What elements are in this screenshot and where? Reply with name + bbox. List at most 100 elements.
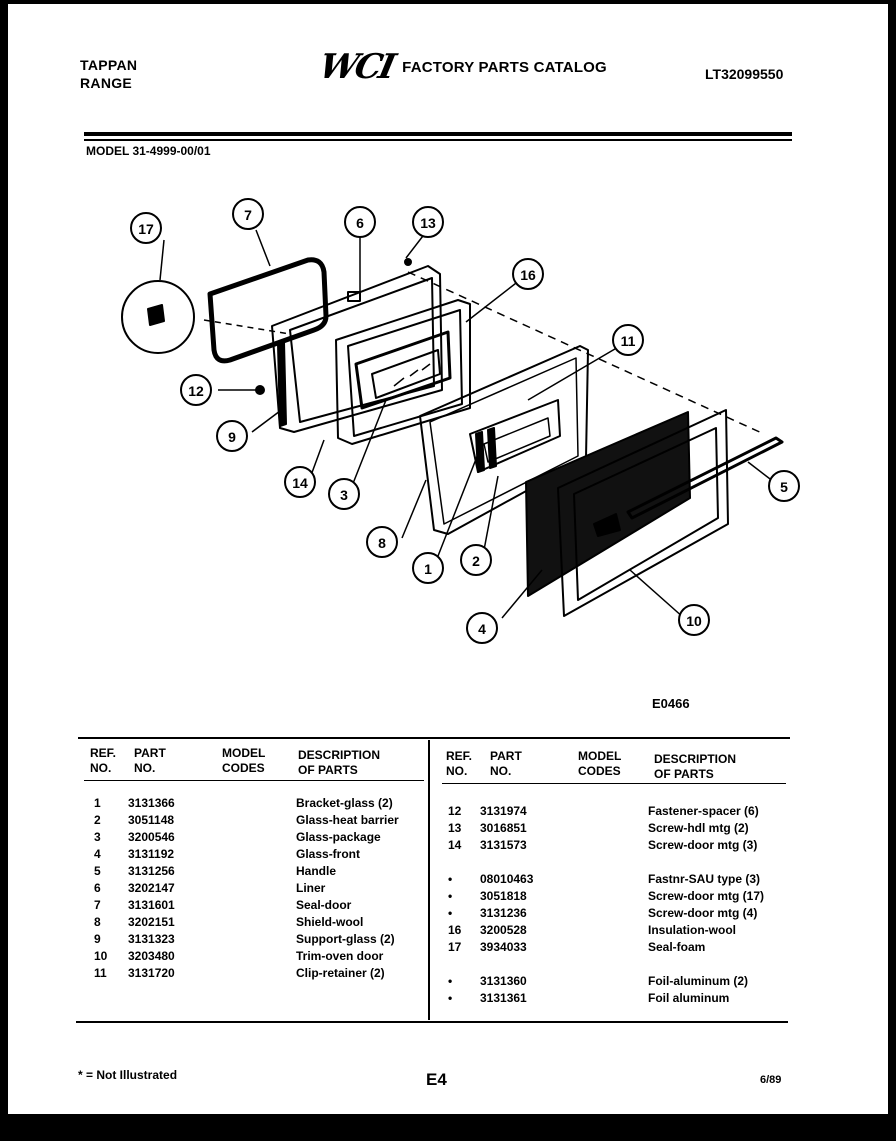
glass-reflection bbox=[393, 363, 431, 387]
cell-part: 3131366 bbox=[128, 796, 175, 810]
callout-label-2: 2 bbox=[472, 553, 480, 569]
catalog-code: LT32099550 bbox=[705, 66, 784, 82]
callout-2 bbox=[460, 544, 492, 576]
callout-label-3: 3 bbox=[340, 487, 348, 503]
liner-part bbox=[271, 265, 443, 433]
insulation-panel bbox=[525, 411, 691, 597]
alignment-line-top bbox=[407, 271, 765, 435]
model-number: MODEL 31-4999-00/01 bbox=[86, 144, 211, 158]
cell-ref: 6 bbox=[94, 881, 101, 895]
cell-desc: Screw-hdl mtg (2) bbox=[648, 821, 749, 835]
cell-ref: • bbox=[448, 991, 453, 1005]
callout-label-10: 10 bbox=[686, 613, 702, 629]
cell-ref: 13 bbox=[448, 821, 462, 835]
cell-part: 3051148 bbox=[128, 813, 175, 827]
cell-desc: Foil aluminum bbox=[648, 991, 730, 1005]
callout-label-6: 6 bbox=[356, 215, 364, 231]
cell-part: 3131601 bbox=[128, 898, 175, 912]
callout-6 bbox=[344, 206, 376, 238]
seal-door-part bbox=[207, 257, 329, 364]
cell-ref: 17 bbox=[448, 940, 462, 954]
callout-label-5: 5 bbox=[780, 479, 788, 495]
cell-ref: 10 bbox=[94, 949, 108, 963]
cell-part: 3131360 bbox=[480, 974, 527, 988]
callout-label-13: 13 bbox=[420, 215, 436, 231]
brand-line-1: TAPPAN bbox=[80, 57, 138, 73]
callout-4 bbox=[466, 612, 498, 644]
callout-16 bbox=[512, 258, 544, 290]
cell-part: 3131192 bbox=[128, 847, 175, 861]
cell-part: 08010463 bbox=[480, 872, 534, 886]
cell-ref: 8 bbox=[94, 915, 101, 929]
cell-desc: Fastener-spacer (6) bbox=[648, 804, 759, 818]
alignment-line-seal bbox=[203, 319, 291, 335]
cell-part: 3131974 bbox=[480, 804, 527, 818]
callout-3 bbox=[328, 478, 360, 510]
callout-8 bbox=[366, 526, 398, 558]
glass-package-pane bbox=[371, 349, 441, 399]
catalog-header: WCI FACTORY PARTS CATALOG bbox=[316, 47, 607, 87]
heat-barrier-pane bbox=[483, 417, 551, 463]
callout-label-9: 9 bbox=[228, 429, 236, 445]
cell-desc: Support-glass (2) bbox=[296, 932, 395, 946]
glass-package-inner bbox=[347, 309, 463, 437]
catalog-title: FACTORY PARTS CATALOG bbox=[402, 58, 607, 76]
brand-line-2: RANGE bbox=[80, 75, 133, 91]
callout-14 bbox=[284, 466, 316, 498]
cell-part: 3200546 bbox=[128, 830, 175, 844]
cell-ref: 5 bbox=[94, 864, 101, 878]
table-bottom-rule bbox=[76, 1021, 788, 1023]
bracket-glass-right bbox=[487, 427, 497, 469]
cell-ref: • bbox=[448, 889, 453, 903]
cell-desc: Insulation-wool bbox=[648, 923, 736, 937]
callout-label-11: 11 bbox=[621, 333, 636, 349]
seal-foam-part bbox=[121, 280, 195, 354]
header-rule bbox=[84, 132, 792, 136]
catalog-date: 6/89 bbox=[760, 1074, 782, 1086]
callout-label-14: 14 bbox=[292, 475, 308, 491]
cell-ref: 16 bbox=[448, 923, 462, 937]
cell-part: 3200528 bbox=[480, 923, 527, 937]
cell-part: 3934033 bbox=[480, 940, 527, 954]
cell-ref: 1 bbox=[94, 796, 101, 810]
brand-block: TAPPAN RANGE bbox=[80, 56, 137, 92]
callout-label-1: 1 bbox=[424, 561, 432, 577]
table-row: 16 3200528 Insulation-wool bbox=[8, 923, 888, 940]
cell-desc: Fastnr-SAU type (3) bbox=[648, 872, 761, 886]
callout-13 bbox=[412, 206, 444, 238]
page-number: E4 bbox=[426, 1070, 447, 1089]
cell-desc: Screw-door mtg (3) bbox=[648, 838, 758, 852]
cell-ref: • bbox=[448, 974, 453, 988]
cell-desc: Screw-door mtg (17) bbox=[648, 889, 765, 903]
cell-ref: 2 bbox=[94, 813, 101, 827]
cell-part: 3131573 bbox=[480, 838, 527, 852]
cell-ref: • bbox=[448, 906, 453, 920]
cell-desc: Glass-front bbox=[296, 847, 361, 861]
cell-desc: Shield-wool bbox=[296, 915, 364, 929]
cell-ref: 11 bbox=[94, 966, 107, 980]
callout-7 bbox=[232, 198, 264, 230]
header-rule-thin bbox=[84, 139, 792, 141]
cell-ref: 7 bbox=[94, 898, 101, 912]
table-row bbox=[8, 957, 888, 974]
header-underline-left bbox=[84, 780, 424, 781]
cell-desc: Seal-door bbox=[296, 898, 352, 912]
